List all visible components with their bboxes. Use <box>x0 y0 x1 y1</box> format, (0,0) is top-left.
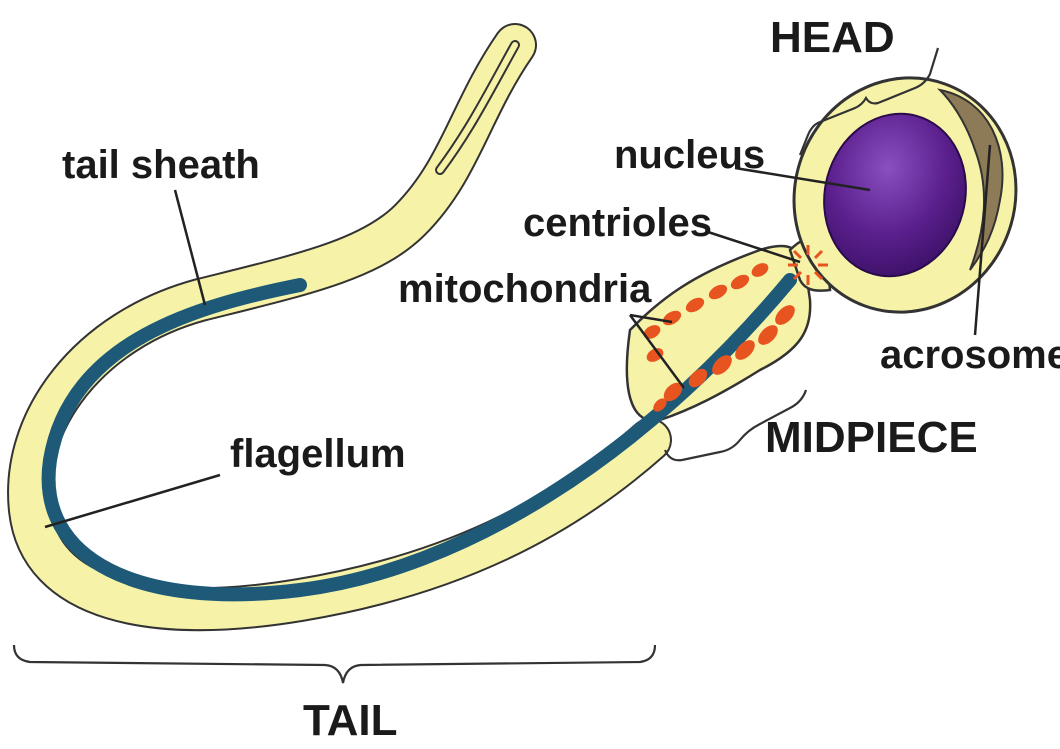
mitochondria-label: mitochondria <box>398 267 652 311</box>
flagellum-leader <box>45 475 220 527</box>
centrioles-label: centrioles <box>523 201 712 245</box>
tail-brace <box>14 645 655 683</box>
midpiece-label: MIDPIECE <box>765 413 978 462</box>
acrosome-label: acrosome <box>880 333 1060 377</box>
tail-sheath-label: tail sheath <box>62 143 260 187</box>
tail-label: TAIL <box>303 696 398 745</box>
nucleus-label: nucleus <box>614 133 765 177</box>
tail-sheath <box>29 45 650 609</box>
flagellum-label: flagellum <box>230 432 406 476</box>
head-label: HEAD <box>770 13 895 62</box>
